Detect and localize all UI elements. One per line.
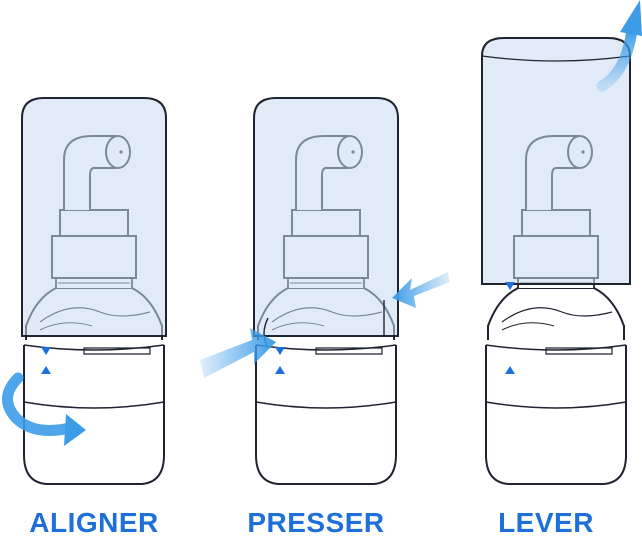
step-lever-illustration bbox=[481, 37, 631, 485]
lift-arrow-icon bbox=[596, 0, 642, 92]
step-label-presser: PRESSER bbox=[247, 507, 385, 538]
alignment-triangle-icon bbox=[505, 282, 515, 290]
alignment-triangle-icon bbox=[41, 366, 51, 374]
alignment-triangle-icon bbox=[275, 366, 285, 374]
press-arrow-icon bbox=[392, 272, 450, 308]
press-arrow-icon bbox=[200, 328, 276, 378]
alignment-triangle-icon bbox=[41, 347, 51, 355]
step-presser-illustration bbox=[253, 97, 399, 485]
alignment-triangle-icon bbox=[505, 366, 515, 374]
rotate-arrow-icon bbox=[2, 372, 86, 446]
step-label-lever: LEVER bbox=[498, 507, 594, 538]
step-aligner-illustration bbox=[2, 97, 167, 485]
alignment-triangle-icon bbox=[275, 347, 285, 355]
step-label-aligner: ALIGNER bbox=[29, 507, 159, 538]
